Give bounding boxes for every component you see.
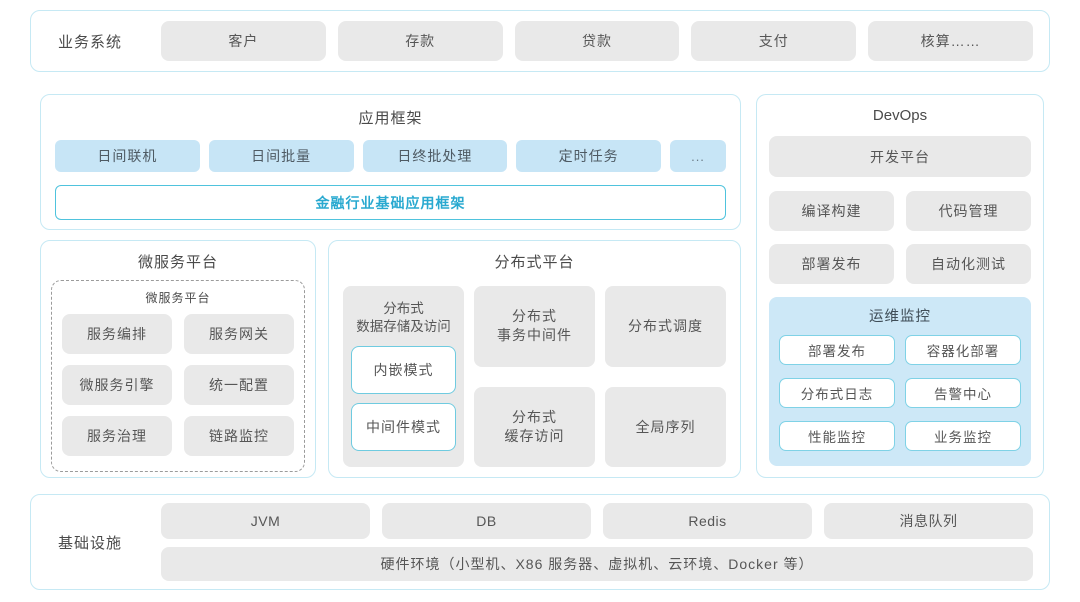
node-service-orchestration: 服务编排 xyxy=(62,314,172,354)
node-compile-build: 编译构建 xyxy=(769,191,894,231)
node-embedded-mode: 内嵌模式 xyxy=(351,346,456,395)
node-db: DB xyxy=(382,503,591,539)
node-microservice-engine: 微服务引擎 xyxy=(62,365,172,405)
distributed-platform-panel: 分布式平台 分布式 数据存储及访问 内嵌模式 中间件模式 分布式 事务中间件 分… xyxy=(328,240,741,478)
node-loan: 贷款 xyxy=(514,21,680,61)
distributed-storage-label: 分布式 数据存储及访问 xyxy=(356,301,451,335)
node-message-queue: 消息队列 xyxy=(824,503,1033,539)
node-middleware-mode: 中间件模式 xyxy=(351,403,456,452)
node-deposit: 存款 xyxy=(337,21,503,61)
node-distributed-cache: 分布式 缓存访问 xyxy=(474,386,595,467)
infrastructure-panel: 基础设施 JVM DB Redis 消息队列 硬件环境（小型机、X86 服务器、… xyxy=(30,494,1050,590)
node-global-sequence: 全局序列 xyxy=(605,386,726,467)
infrastructure-content: JVM DB Redis 消息队列 硬件环境（小型机、X86 服务器、虚拟机、云… xyxy=(161,503,1033,581)
node-trace-monitoring: 链路监控 xyxy=(184,416,294,456)
node-alert-center: 告警中心 xyxy=(905,378,1021,408)
node-daytime-batch: 日间批量 xyxy=(208,140,354,172)
ops-monitor-title: 运维监控 xyxy=(869,309,931,325)
devops-row-1: 编译构建 代码管理 xyxy=(769,191,1031,231)
node-business-monitoring: 业务监控 xyxy=(905,421,1021,451)
node-dev-platform: 开发平台 xyxy=(769,136,1031,177)
microservice-platform-panel: 微服务平台 微服务平台 服务编排 服务网关 微服务引擎 统一配置 服务治理 链路… xyxy=(40,240,316,478)
node-distributed-transaction: 分布式 事务中间件 xyxy=(474,286,595,367)
node-distributed-logging: 分布式日志 xyxy=(779,378,895,408)
distributed-right-column: 分布式调度 全局序列 xyxy=(605,286,726,467)
devops-title: DevOps xyxy=(872,107,928,124)
distributed-columns: 分布式 数据存储及访问 内嵌模式 中间件模式 分布式 事务中间件 分布式 缓存访… xyxy=(343,286,726,467)
node-jvm: JVM xyxy=(161,503,370,539)
node-hardware-environment: 硬件环境（小型机、X86 服务器、虚拟机、云环境、Docker 等） xyxy=(161,547,1033,581)
node-eod-batch: 日终批处理 xyxy=(362,140,508,172)
distributed-platform-title: 分布式平台 xyxy=(494,254,575,271)
infrastructure-label: 基础设施 xyxy=(57,534,122,552)
node-service-governance: 服务治理 xyxy=(62,416,172,456)
distributed-storage-column: 分布式 数据存储及访问 内嵌模式 中间件模式 xyxy=(343,286,464,467)
distributed-middle-column: 分布式 事务中间件 分布式 缓存访问 xyxy=(474,286,595,467)
node-accounting: 核算…… xyxy=(868,21,1033,61)
app-framework-row: 日间联机 日间批量 日终批处理 定时任务 ... xyxy=(55,140,726,172)
app-framework-panel: 应用框架 日间联机 日间批量 日终批处理 定时任务 ... 金融行业基础应用框架 xyxy=(40,94,741,230)
node-daytime-online: 日间联机 xyxy=(55,140,200,172)
business-systems-label: 业务系统 xyxy=(57,33,122,51)
ops-monitor-grid: 部署发布 容器化部署 分布式日志 告警中心 性能监控 业务监控 xyxy=(779,335,1021,451)
node-monitor-deploy-release: 部署发布 xyxy=(779,335,895,365)
node-customer: 客户 xyxy=(161,21,326,61)
node-service-gateway: 服务网关 xyxy=(184,314,294,354)
node-containerized-deploy: 容器化部署 xyxy=(905,335,1021,365)
business-systems-panel: 业务系统 客户 存款 贷款 支付 核算…… xyxy=(30,10,1050,72)
devops-panel: DevOps 开发平台 编译构建 代码管理 部署发布 自动化测试 运维监控 部署… xyxy=(756,94,1044,478)
ops-monitor-panel: 运维监控 部署发布 容器化部署 分布式日志 告警中心 性能监控 业务监控 xyxy=(769,297,1031,466)
microservice-inner-box: 微服务平台 服务编排 服务网关 微服务引擎 统一配置 服务治理 链路监控 xyxy=(51,280,305,472)
infrastructure-row: JVM DB Redis 消息队列 xyxy=(161,503,1033,539)
microservice-grid: 服务编排 服务网关 微服务引擎 统一配置 服务治理 链路监控 xyxy=(62,314,294,456)
node-unified-config: 统一配置 xyxy=(184,365,294,405)
microservice-platform-title: 微服务平台 xyxy=(137,254,218,271)
node-automated-testing: 自动化测试 xyxy=(906,244,1031,284)
node-distributed-scheduling: 分布式调度 xyxy=(605,286,726,367)
node-code-management: 代码管理 xyxy=(906,191,1031,231)
node-distributed-storage-group: 分布式 数据存储及访问 内嵌模式 中间件模式 xyxy=(343,286,464,467)
app-framework-title: 应用框架 xyxy=(358,110,423,127)
node-redis: Redis xyxy=(603,503,812,539)
node-deploy-release: 部署发布 xyxy=(769,244,894,284)
node-performance-monitoring: 性能监控 xyxy=(779,421,895,451)
devops-row-2: 部署发布 自动化测试 xyxy=(769,244,1031,284)
node-base-framework: 金融行业基础应用框架 xyxy=(55,185,726,220)
node-more: ... xyxy=(670,140,726,172)
node-scheduled-task: 定时任务 xyxy=(516,140,661,172)
node-payment: 支付 xyxy=(691,21,857,61)
microservice-inner-title: 微服务平台 xyxy=(145,291,211,305)
